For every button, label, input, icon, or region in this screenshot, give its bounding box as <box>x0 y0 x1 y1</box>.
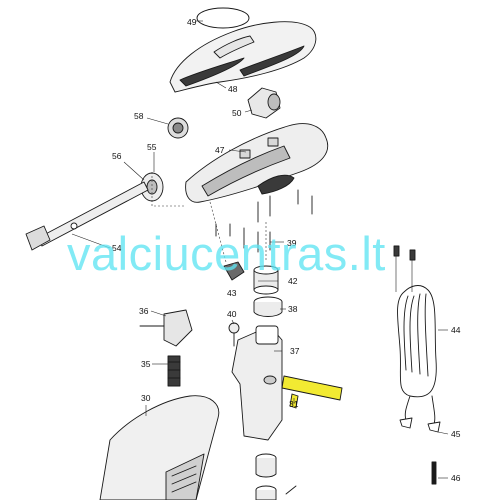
part-48-top-cover <box>169 21 317 93</box>
part-54-tiller-arm <box>25 181 149 251</box>
label-part-46: 46 <box>451 473 461 483</box>
part-46-probe <box>431 461 437 485</box>
part-58-gauge <box>167 117 189 139</box>
part-39-screw-set <box>243 227 271 253</box>
screw-set-head <box>215 189 313 237</box>
label-part-39: 39 <box>287 238 297 248</box>
part-36-bracket <box>139 309 193 347</box>
label-part-55: 55 <box>147 142 157 152</box>
part-42-steering-collar <box>253 265 279 295</box>
part-lower-bushing <box>255 453 277 500</box>
label-part-48: 48 <box>228 84 238 94</box>
label-part-47: 47 <box>215 145 225 155</box>
label-part-45: 45 <box>451 429 461 439</box>
label-part-43: 43 <box>227 288 237 298</box>
part-50-connector <box>247 87 281 119</box>
label-part-30: 30 <box>141 393 151 403</box>
label-part-35: 35 <box>141 359 151 369</box>
part-35-spring <box>167 355 181 387</box>
part-47-head-housing <box>185 123 329 203</box>
part-38-ring <box>253 296 283 317</box>
part-30-clamp-body <box>99 395 220 500</box>
label-part-58: 58 <box>134 111 144 121</box>
label-part-37: 37 <box>290 346 300 356</box>
part-44-coiled-cable <box>393 245 437 398</box>
label-part-40: 40 <box>227 309 237 319</box>
alignment-lines <box>151 172 267 263</box>
label-part-38: 38 <box>288 304 298 314</box>
part-49-decal <box>196 7 250 29</box>
watermark-text: valciucentras.lt <box>67 227 386 280</box>
leader-lines <box>71 20 449 479</box>
part-45-cable-ends <box>399 395 441 433</box>
part-43-clip <box>223 261 245 281</box>
part-37-main-bracket <box>231 325 283 441</box>
label-part-56: 56 <box>112 151 122 161</box>
label-part-42: 42 <box>288 276 298 286</box>
label-part-44: 44 <box>451 325 461 335</box>
label-part-49: 49 <box>187 17 197 27</box>
label-part-31: 31 <box>289 399 299 409</box>
label-part-54: 54 <box>112 243 122 253</box>
label-part-50: 50 <box>232 108 242 118</box>
label-part-36: 36 <box>139 306 149 316</box>
lower-screw <box>285 485 297 495</box>
part-40-pin <box>228 322 240 347</box>
